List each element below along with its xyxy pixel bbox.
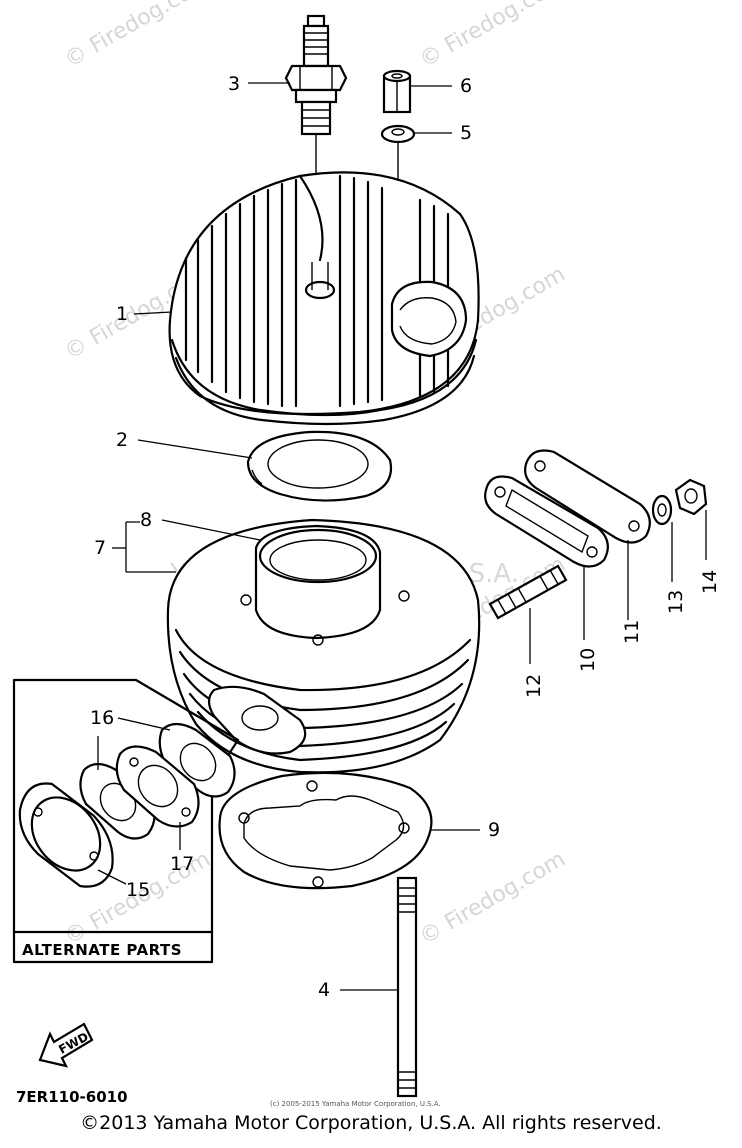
callout-12: 12 [523, 674, 545, 698]
diagram-code: 7ER110-6010 [16, 1088, 128, 1106]
watermark-firedog: © Firedog.com [61, 0, 215, 73]
nut-14-part [674, 478, 708, 516]
forward-arrow-icon: FWD [38, 1022, 94, 1068]
callout-4: 4 [318, 979, 330, 1001]
cylinder-head-part [168, 171, 480, 426]
callout-5: 5 [460, 122, 472, 144]
exhaust-plate-part [524, 449, 651, 544]
callout-11: 11 [621, 620, 643, 644]
washer-part [380, 124, 416, 144]
small-copyright: (c) 2005-2015 Yamaha Motor Corporation, … [270, 1100, 441, 1108]
callout-10: 10 [577, 648, 599, 672]
callout-14: 14 [699, 570, 721, 594]
callout-15: 15 [126, 879, 150, 901]
callout-16: 16 [90, 707, 114, 729]
base-gasket-part [218, 771, 433, 890]
callout-6: 6 [460, 75, 472, 97]
stud-part [488, 564, 568, 620]
washer-13-part [651, 494, 673, 526]
spark-plug-part [284, 14, 348, 136]
callout-13: 13 [665, 590, 687, 614]
watermark-firedog: © Firedog.com [416, 847, 570, 950]
intake-gasket-part [79, 722, 236, 840]
watermark-firedog: © Firedog.com [416, 0, 570, 73]
long-stud-part [396, 876, 418, 1098]
callout-9: 9 [488, 819, 500, 841]
insulator-part [115, 745, 200, 828]
nut-part [382, 69, 412, 114]
spacer-part [18, 782, 114, 888]
callout-3: 3 [228, 73, 240, 95]
cylinder-part [166, 518, 481, 774]
callout-17: 17 [170, 853, 194, 875]
callout-7: 7 [94, 537, 106, 559]
callout-2: 2 [116, 429, 128, 451]
callout-1: 1 [116, 303, 128, 325]
alternate-parts-label: ALTERNATE PARTS [22, 941, 182, 959]
footer-copyright: ©2013 Yamaha Motor Corporation, U.S.A. A… [80, 1112, 662, 1134]
exhaust-gasket-part [484, 475, 609, 568]
head-gasket-part [246, 430, 393, 502]
callout-8: 8 [140, 509, 152, 531]
